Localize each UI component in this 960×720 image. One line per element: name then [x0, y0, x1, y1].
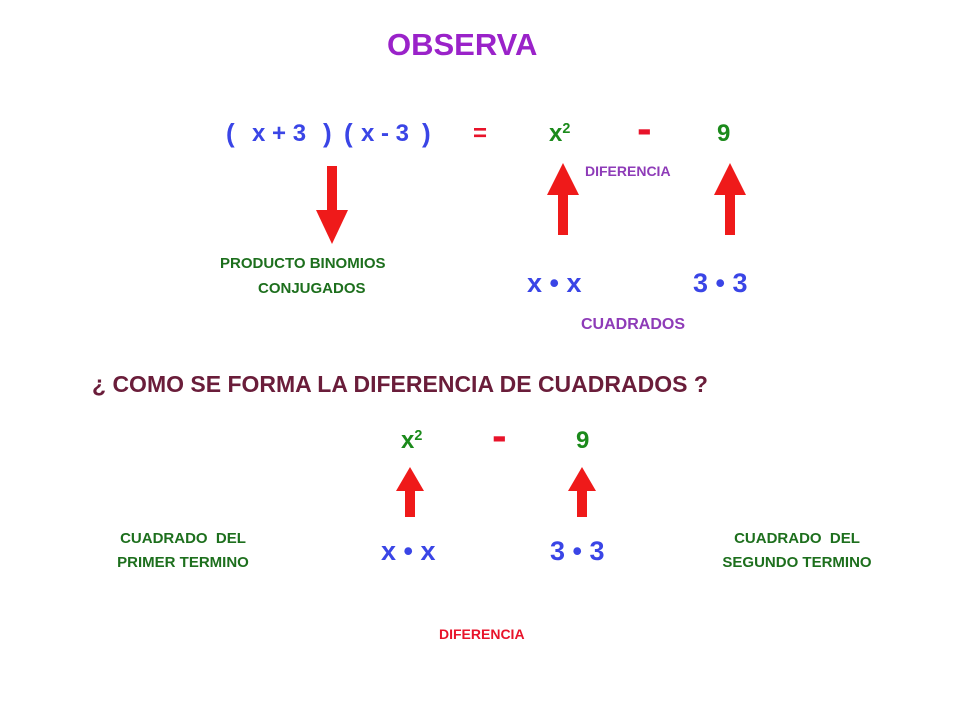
product-label-line2: CONJUGADOS: [258, 280, 366, 297]
x-squared-bottom: x2: [401, 427, 422, 455]
arrow-down-icon: [316, 166, 348, 244]
exponent-top: 2: [562, 121, 571, 138]
exponent-bottom: 2: [414, 428, 423, 445]
binomial-x-plus-3: x + 3: [252, 120, 307, 147]
arrow-up-icon: [568, 467, 596, 517]
minus-sign-bottom: -: [492, 411, 507, 460]
product-3-3-top: 3 • 3: [693, 268, 748, 298]
x-base-bottom: x: [401, 427, 415, 454]
arrow-up-icon: [547, 163, 579, 235]
difference-label-bottom: DIFERENCIA: [439, 626, 525, 642]
question-heading: ¿ COMO SE FORMA LA DIFERENCIA DE CUADRAD…: [92, 371, 708, 397]
difference-label-top: DIFERENCIA: [585, 163, 671, 179]
paren-open-1: (: [226, 118, 235, 148]
binomial-x-minus-3: x - 3: [361, 120, 410, 147]
arrow-up-icon: [396, 467, 424, 517]
first-term-label-line2: PRIMER TERMINO: [117, 554, 249, 571]
product-label-line1: PRODUCTO BINOMIOS: [220, 255, 386, 272]
first-term-label: CUADRADO DEL PRIMER TERMINO: [78, 527, 288, 575]
product-3-3-bottom: 3 • 3: [550, 536, 605, 566]
paren-open-2: (: [344, 118, 353, 148]
product-x-x-bottom: x • x: [381, 536, 436, 566]
first-term-label-line1: CUADRADO DEL: [120, 530, 246, 547]
x-base-top: x: [549, 120, 563, 147]
squares-label: CUADRADOS: [581, 316, 685, 333]
second-term-label-line1: CUADRADO DEL: [734, 530, 860, 547]
x-squared-top: x2: [549, 120, 570, 148]
page-title: OBSERVA: [387, 27, 538, 62]
product-x-x-top: x • x: [527, 268, 582, 298]
minus-sign-top: -: [637, 104, 652, 153]
constant-9-bottom: 9: [576, 427, 590, 454]
constant-9-top: 9: [717, 120, 731, 147]
equals-sign: =: [473, 120, 488, 147]
paren-close-2: ): [422, 118, 431, 148]
arrow-up-icon: [714, 163, 746, 235]
paren-close-1: ): [323, 118, 332, 148]
second-term-label: CUADRADO DEL SEGUNDO TERMINO: [682, 527, 912, 575]
second-term-label-line2: SEGUNDO TERMINO: [722, 554, 872, 571]
